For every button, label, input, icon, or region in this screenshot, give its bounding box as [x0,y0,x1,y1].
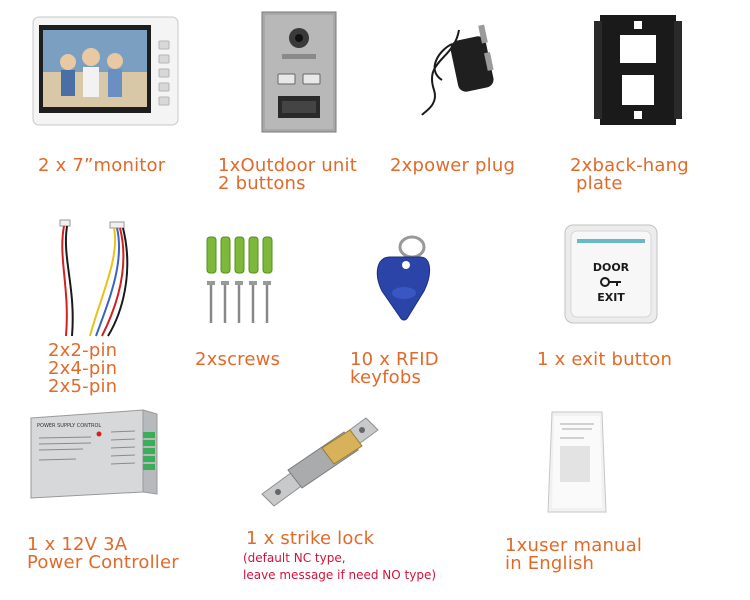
user-manual-image [547,411,607,513]
outdoor-unit-image [261,11,337,133]
strike-lock-image [261,417,379,507]
back-hang-plate-label: 2xback-hang plate [570,155,689,194]
pin-cables-image [59,219,129,337]
outdoor-unit-label: 1xOutdoor unit 2 buttons [218,155,357,194]
pin-cables-label: 2x2-pin 2x4-pin 2x5-pin [48,340,118,397]
exit-button-door-text: DOOR [593,261,630,274]
strike-lock-label: 1 x strike lock [246,528,375,549]
power-controller-image: POWER SUPPLY CONTROL [30,409,158,499]
power-controller-label: 1 x 12V 3A Power Controller [27,534,179,573]
strike-lock-note: (default NC type, leave message if need … [243,551,437,582]
user-manual-label: 1xuser manual in English [505,535,643,574]
monitor-label: 2 x 7”monitor [38,155,166,176]
exit-button-label: 1 x exit button [537,349,673,370]
rfid-keyfob-image [376,235,430,321]
screws-image [206,236,273,323]
power-plug-label: 2xpower plug [390,155,516,176]
monitor-image [32,16,179,126]
rfid-keyfobs-label: 10 x RFID keyfobs [350,349,439,388]
exit-button-exit-text: EXIT [597,291,625,304]
exit-button-image: DOOR EXIT [564,224,658,324]
screws-label: 2xscrews [195,349,281,370]
power-controller-heading: POWER SUPPLY CONTROL [37,423,101,429]
back-hang-plate-image [594,15,682,125]
power-plug-image [421,24,494,116]
